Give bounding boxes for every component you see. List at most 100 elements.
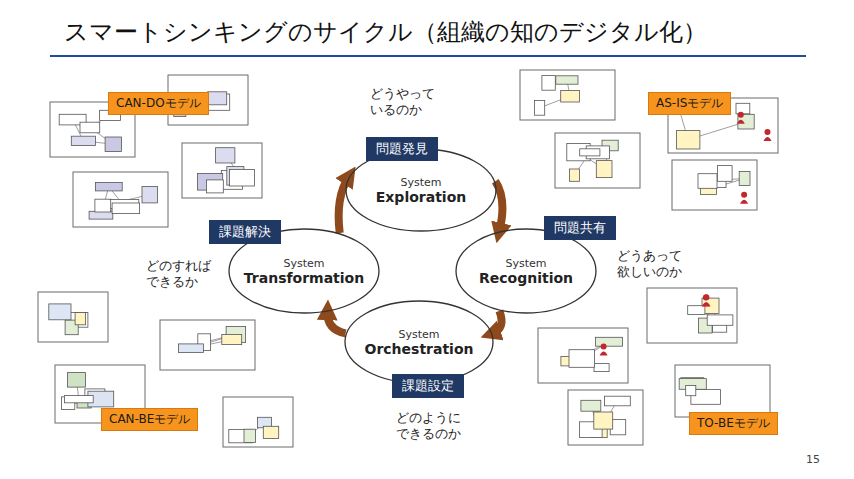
thumb-part: [534, 100, 544, 115]
thumb-part: [686, 386, 696, 396]
thumb-part: [676, 131, 700, 149]
model-thumbnail: [182, 143, 262, 198]
thumb-part: [65, 396, 94, 403]
thumb-part: [216, 148, 235, 163]
node-text: Exploration: [376, 189, 466, 205]
thumb-part: [223, 397, 293, 447]
thumb-part: [230, 170, 255, 187]
node-text: System: [400, 176, 441, 189]
thumb-part: [520, 70, 615, 120]
ellipse-shape: [345, 301, 493, 383]
thumb-part: [594, 364, 609, 372]
thumb-part: [556, 76, 578, 84]
cycle-ellipse: SystemRecognition: [455, 228, 597, 314]
thumb-part: [738, 112, 744, 118]
thumb-part: [80, 122, 100, 133]
thumb-part: [698, 174, 717, 189]
node-text: Orchestration: [364, 341, 473, 357]
thumb-part: [538, 328, 628, 383]
ellipse-shape: [346, 149, 496, 231]
thumb-part: [73, 172, 168, 227]
thumb-part: [736, 103, 750, 114]
thumb-part: [569, 350, 595, 368]
thumb-part: [49, 304, 71, 320]
model-tag: AS-ISモデル: [648, 92, 731, 115]
thumb-part: [95, 199, 111, 212]
question-note: どのように できるのか: [396, 410, 468, 443]
thumb-part: [739, 172, 750, 186]
question-note: どうやって いるのか: [370, 86, 442, 119]
node-text: System: [505, 257, 546, 270]
thumb-part: [596, 337, 623, 346]
node-text: AS-ISモデル: [656, 95, 723, 112]
thumb-part: [182, 143, 262, 198]
slide-title: スマートシンキングのサイクル（組織の知のデジタル化）: [64, 16, 707, 48]
node-text: Transformation: [244, 270, 364, 286]
model-thumbnail: [555, 133, 640, 188]
node-text: System: [283, 257, 324, 270]
thumb-part: [71, 136, 95, 145]
model-thumbnail: [672, 160, 757, 210]
thumb-part: [717, 166, 732, 182]
thumb-part: [67, 373, 85, 388]
thumb-part: [600, 352, 608, 356]
cycle-arrow: [339, 177, 349, 233]
title-rule: [50, 55, 806, 57]
thumb-part: [737, 120, 745, 124]
thumb-part: [703, 295, 709, 301]
thumb-part: [764, 137, 772, 141]
ellipse-shape: [229, 229, 379, 313]
thumb-part: [596, 161, 612, 178]
thumb-part: [160, 320, 255, 370]
thumb-part: [765, 129, 771, 135]
thumb-part: [702, 302, 710, 306]
model-thumbnail: [647, 288, 737, 343]
model-thumbnail: [73, 172, 168, 227]
phase-label: 課題解決: [209, 220, 281, 244]
thumb-part: [580, 149, 600, 156]
thumb-part: [542, 76, 555, 91]
thumb-part: [89, 211, 113, 219]
phase-label: 課題設定: [392, 374, 464, 398]
model-thumbnail: [223, 397, 293, 447]
node-text: 課題設定: [402, 377, 454, 395]
phase-label: 問題発見: [366, 137, 438, 161]
thumb-part: [263, 426, 278, 438]
model-thumbnail: [675, 365, 770, 417]
model-tag: CAN-BEモデル: [101, 408, 198, 431]
thumb-part: [604, 396, 630, 406]
thumb-part: [703, 294, 709, 300]
cycle-arrow: [492, 311, 501, 333]
thumb-part: [688, 306, 705, 315]
model-tag: CAN-DOモデル: [108, 92, 209, 115]
model-thumbnail: [38, 292, 108, 342]
thumb-part: [208, 92, 227, 105]
thumb-part: [38, 292, 108, 342]
thumb-part: [105, 137, 121, 152]
model-thumbnail: [160, 320, 255, 370]
node-text: 問題共有: [554, 219, 606, 237]
thumb-part: [601, 344, 607, 350]
thumb-part: [675, 365, 770, 417]
question-note: どうあって 欲しいのか: [617, 248, 689, 281]
thumb-part: [594, 412, 613, 429]
model-thumbnail: [520, 70, 615, 120]
thumb-part: [142, 186, 157, 203]
thumb-part: [561, 90, 580, 102]
thumb-part: [741, 192, 747, 198]
thumb-part: [702, 303, 710, 307]
node-text: CAN-DOモデル: [116, 95, 201, 112]
thumb-part: [75, 313, 86, 325]
thumb-part: [178, 344, 203, 353]
page-number: 15: [806, 453, 836, 467]
thumb-part: [206, 180, 223, 193]
model-thumbnail: [568, 390, 643, 445]
thumb-part: [112, 203, 140, 214]
thumb-part: [96, 182, 123, 191]
node-text: CAN-BEモデル: [109, 411, 190, 428]
thumb-part: [244, 429, 256, 442]
node-text: TO-BEモデル: [697, 415, 770, 432]
node-text: 問題発見: [376, 140, 428, 158]
phase-label: 問題共有: [544, 216, 616, 240]
